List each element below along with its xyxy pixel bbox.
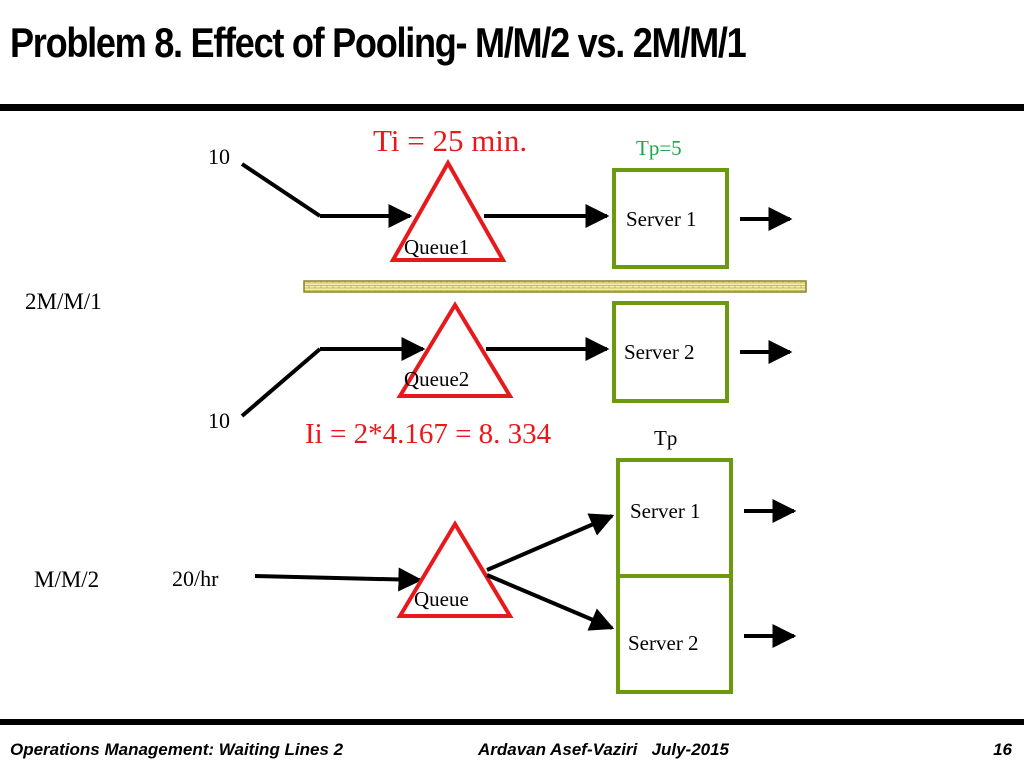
server2-label-top: Server 2: [624, 340, 695, 364]
ti-formula: Ti = 25 min.: [373, 123, 527, 158]
ii-formula: Ii = 2*4.167 = 8. 334: [305, 418, 552, 450]
footer-course: Operations Management: Waiting Lines 2: [10, 740, 344, 759]
server1-box-bottom: [616, 458, 733, 578]
footer-rule: [0, 719, 1024, 725]
upper-arrival-rate: 10: [208, 144, 230, 169]
queue1-label: Queue1: [404, 235, 469, 259]
lower-arrival-rate: 10: [208, 408, 230, 433]
pooled-arrival-arrow: [254, 567, 423, 592]
server2-label-bottom: Server 2: [628, 631, 699, 655]
queue1-triangle: [389, 158, 507, 262]
queue-to-server1-arrow: [486, 513, 615, 572]
title-rule: [0, 104, 1024, 111]
tp-label-bottom: Tp: [654, 426, 677, 450]
system-label-mm2: M/M/2: [34, 567, 99, 592]
page-number: 16: [993, 740, 1012, 759]
divider-wall: [303, 280, 807, 293]
server1-label-top: Server 1: [626, 207, 697, 231]
server2-box-bottom: [616, 574, 733, 694]
pooled-queue-label: Queue: [414, 587, 469, 611]
queue-to-server2-arrow: [486, 573, 615, 631]
pooled-queue-triangle: [396, 520, 514, 618]
server1-label-bottom: Server 1: [630, 499, 701, 523]
slide-title: Problem 8. Effect of Pooling- M/M/2 vs. …: [10, 19, 747, 66]
system-label-2mm1: 2M/M/1: [25, 289, 102, 314]
server2-box-top: [612, 301, 729, 403]
queue2-label: Queue2: [404, 367, 469, 391]
queue2-triangle: [396, 301, 514, 398]
upper-arrival-line: [240, 162, 322, 218]
lower-arrival-line: [240, 347, 322, 418]
footer-author-date: Ardavan Asef-Vaziri July-2015: [478, 740, 730, 759]
tp-label-top: Tp=5: [636, 136, 682, 160]
pooled-arrival-rate: 20/hr: [172, 566, 219, 591]
server1-box-top: [612, 168, 729, 269]
